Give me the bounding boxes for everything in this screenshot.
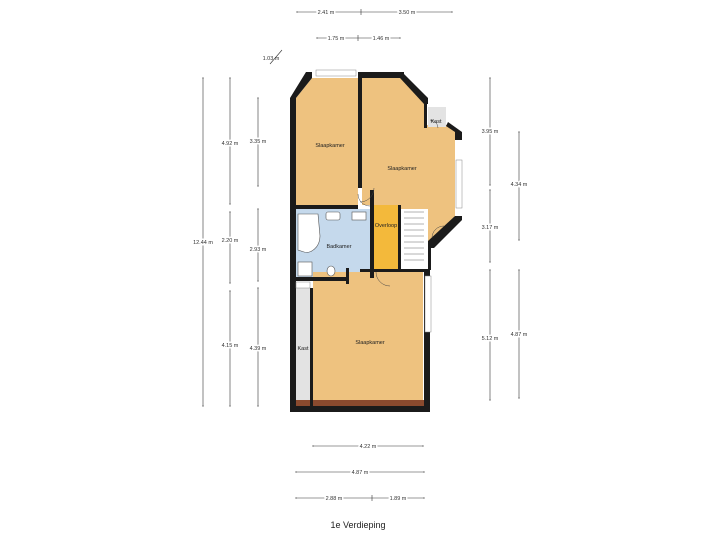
dim-bottom-row3-a: 2.88 m — [326, 496, 343, 502]
dim-bottom-row2: 4.87 m — [352, 470, 369, 476]
dimension-lines — [202, 9, 520, 501]
dim-right-c: 5.12 m — [482, 336, 499, 342]
stairs-area — [400, 209, 428, 269]
bathroom-fixtures — [297, 211, 367, 277]
shower-icon — [297, 261, 313, 277]
room-label-bedroom-top-right: Slaapkamer — [387, 166, 417, 172]
dim-top-row2-b: 1.46 m — [373, 36, 390, 42]
windows — [295, 69, 463, 333]
walls — [290, 72, 462, 412]
dim-right-a: 3.95 m — [482, 129, 499, 135]
dim-top-row1-b: 3.50 m — [399, 10, 416, 16]
sink-icon — [325, 211, 341, 221]
dim-bottom-row1: 4.22 m — [360, 444, 377, 450]
staircase — [404, 211, 424, 261]
dim-left-c: 4.15 m — [222, 343, 239, 349]
room-label-bedroom-bottom: Slaapkamer — [355, 340, 385, 346]
dim-left-b: 2.20 m — [222, 238, 239, 244]
dim-inner-left-c: 4.39 m — [250, 346, 267, 352]
room-label-closet-top: Kast — [430, 119, 441, 125]
dim-left-a: 4.92 m — [222, 141, 239, 147]
room-label-bathroom: Badkamer — [326, 244, 351, 250]
room-label-bedroom-top-left: Slaapkamer — [315, 143, 345, 149]
room-label-closet-bottom: Kast — [297, 346, 308, 352]
bedroom-top-right-floor — [362, 78, 455, 241]
dim-inner-left-a: 3.35 m — [250, 139, 267, 145]
dim-far-right-b: 4.87 m — [511, 332, 528, 338]
dim-left-total: 12.44 m — [193, 240, 213, 246]
doors — [357, 119, 445, 287]
dim-diagonal: 1.03 m — [263, 56, 280, 62]
bathtub-icon — [297, 213, 321, 253]
dim-bottom-row3-b: 1.89 m — [390, 496, 407, 502]
bedroom-bottom-floor — [313, 272, 423, 400]
dim-right-b: 3.17 m — [482, 225, 499, 231]
cabinet-icon — [351, 211, 367, 221]
room-label-landing: Overloop — [375, 223, 397, 229]
bedroom-top-left-floor — [296, 78, 358, 205]
dim-top-row1-a: 2.41 m — [318, 10, 335, 16]
dim-inner-left-b: 2.93 m — [250, 247, 267, 253]
closet-bottom-floor — [296, 288, 312, 400]
landing-floor — [374, 205, 398, 269]
floor-edge-strip — [296, 400, 424, 406]
dim-top-row2-a: 1.75 m — [328, 36, 345, 42]
dimension-labels: 2.41 m 3.50 m 1.75 m 1.46 m 1.03 m 12.44… — [192, 9, 530, 504]
dim-far-right-a: 4.34 m — [511, 182, 528, 188]
closet-top-floor — [428, 107, 446, 127]
toilet-icon — [326, 265, 336, 277]
floor-title: 1e Verdieping — [330, 520, 385, 530]
